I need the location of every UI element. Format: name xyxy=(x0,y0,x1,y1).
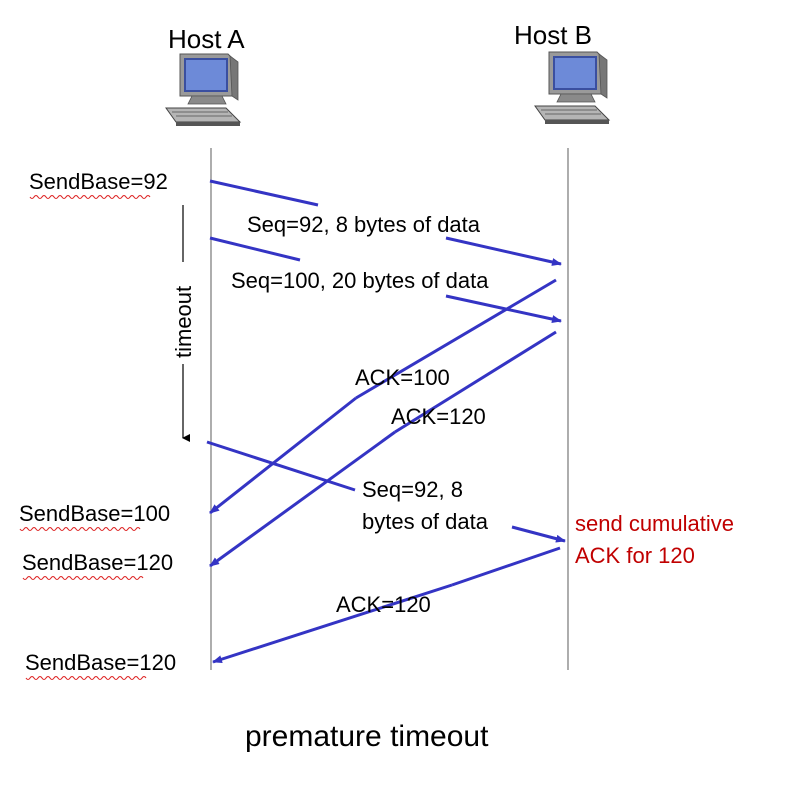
timeout-label: timeout xyxy=(171,286,196,358)
host-a-label: Host A xyxy=(168,24,245,54)
sendbase-92-underline xyxy=(29,194,151,200)
caption: premature timeout xyxy=(245,720,489,753)
sendbase-100-underline xyxy=(19,526,141,532)
ack120-final-label: ACK=120 xyxy=(336,592,431,617)
resend-label-line2: bytes of data xyxy=(362,509,489,534)
segment-seq92-arrow xyxy=(209,179,562,266)
sendbase-100-label: SendBase=100 xyxy=(19,501,170,526)
seq100-label: Seq=100, 20 bytes of data xyxy=(231,268,489,293)
computer-icon xyxy=(165,53,241,127)
sendbase-120-second-underline xyxy=(25,675,147,681)
ack120-first-label: ACK=120 xyxy=(391,404,486,429)
resend-seq92-arrow xyxy=(206,440,566,543)
segment-seq100-arrow xyxy=(209,236,562,323)
sendbase-120-first-underline xyxy=(22,575,144,581)
computer-icon xyxy=(534,51,610,125)
sendbase-120-second-label: SendBase=120 xyxy=(25,650,176,675)
sendbase-120-first-label: SendBase=120 xyxy=(22,550,173,575)
seq92-label: Seq=92, 8 bytes of data xyxy=(247,212,481,237)
resend-label-line1: Seq=92, 8 xyxy=(362,477,463,502)
ack100-label: ACK=100 xyxy=(355,365,450,390)
host-b-label: Host B xyxy=(514,20,592,50)
sendbase-92-label: SendBase=92 xyxy=(29,169,168,194)
ack120-final-arrow xyxy=(212,546,561,664)
note-line1: send cumulative xyxy=(575,511,734,536)
ack120-first-arrow xyxy=(209,330,557,568)
ack100-arrow xyxy=(209,278,557,515)
note-line2: ACK for 120 xyxy=(575,543,695,568)
